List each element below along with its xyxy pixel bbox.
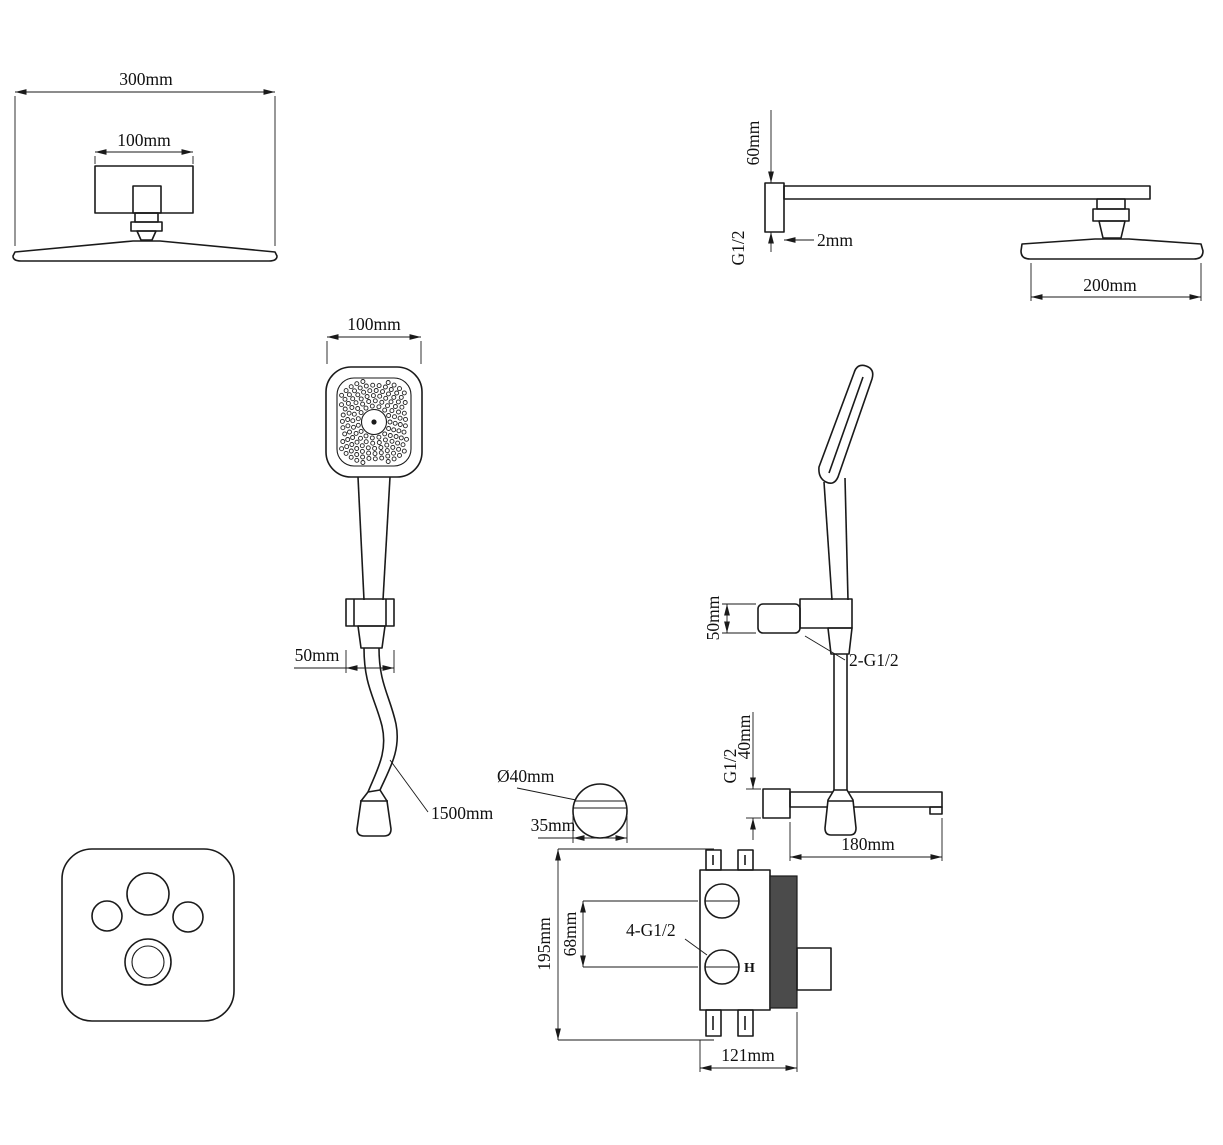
dim-300mm-label: 300mm (119, 69, 173, 89)
connector-nut (130, 212, 163, 241)
dim-valve-height (554, 848, 714, 1041)
diameter-leader-line (516, 787, 577, 801)
dim-spout-length (789, 818, 943, 861)
panel-button-left (91, 900, 123, 932)
dim-mount-width (94, 148, 194, 164)
shower-arm (783, 185, 1151, 200)
dim-100mm-label: 100mm (117, 130, 171, 150)
dim-port-spacing (579, 900, 698, 968)
dim-plate-thickness (783, 236, 814, 244)
thread-leader-line (804, 635, 846, 661)
hand-shower-head-outline (325, 366, 423, 478)
dim-holder-width (294, 650, 395, 673)
dim-200mm-label: 200mm (1083, 275, 1137, 295)
dim-195mm-label: 195mm (534, 917, 554, 971)
hot-marking-label: H (744, 961, 755, 976)
panel-button-right (172, 901, 204, 933)
rain-shower-side-view: 60mm G1/2 2mm 200mm (728, 110, 1204, 301)
hand-shower-head-side (818, 364, 874, 484)
elbow-detail-view: Ø40mm 35mm (497, 766, 628, 843)
dim-head-width (1030, 263, 1202, 301)
dim-holder-depth (722, 603, 756, 634)
dim-100mm-hand-label: 100mm (347, 314, 401, 334)
arm-connector-nut (1092, 198, 1130, 239)
hand-shower-front-view: 100mm 50mm 1500mm (294, 314, 494, 837)
dim-1500mm-label: 1500mm (431, 803, 494, 823)
handle-side (823, 477, 849, 601)
valve-cartridge-section (769, 875, 798, 1009)
wall-plate (764, 182, 785, 233)
thread-2g12-label: 2-G1/2 (849, 650, 899, 670)
ports-leader-line (684, 938, 708, 956)
panel-button-top (126, 872, 170, 916)
dim-hand-head-width (326, 333, 422, 364)
rain-shower-front-view: 300mm 100mm (12, 69, 278, 262)
thread-4g12-label: 4-G1/2 (626, 920, 676, 940)
dim-overall-width (14, 88, 276, 246)
dim-50mm-side-label: 50mm (703, 595, 723, 640)
dim-elbow-height (746, 712, 761, 840)
center-nozzle-dot (371, 419, 377, 425)
elbow-face-circle (572, 783, 628, 839)
dim-35mm-label: 35mm (531, 815, 576, 835)
valve-ports (704, 883, 740, 985)
thread-elbow-g12-label: G1/2 (720, 749, 740, 784)
wall-holder (757, 598, 853, 655)
hose-leader-line (389, 759, 429, 813)
dim-valve-width (699, 1012, 798, 1072)
control-panel-plate (61, 848, 235, 1022)
spray-face-outline (336, 377, 412, 467)
dim-diameter-label: Ø40mm (497, 766, 555, 786)
panel-knob-inner (131, 945, 165, 979)
elbow-slot (573, 800, 627, 809)
spout (789, 791, 943, 815)
shower-hose (356, 647, 398, 837)
center-nozzle-ring (360, 408, 388, 436)
dim-wall-plate-height (767, 110, 775, 252)
hand-shower-side-view: 50mm 2-G1/2 40mm G1/2 (703, 364, 943, 861)
shower-head-side-profile (1020, 238, 1204, 260)
dim-60mm-label: 60mm (743, 120, 763, 165)
dim-68mm-label: 68mm (560, 911, 580, 956)
valve-outlet-fitting (796, 947, 832, 991)
valve-body-view: H 4-G1/2 195mm 68mm 121mm (534, 848, 832, 1072)
control-panel-view (61, 848, 235, 1022)
thread-g12-label: G1/2 (728, 231, 748, 266)
hose-side (824, 654, 857, 836)
dim-180mm-label: 180mm (841, 834, 895, 854)
hand-shower-handle (357, 476, 391, 601)
valve-mounting-tabs (705, 849, 754, 1037)
nozzle-dots (339, 379, 409, 465)
dim-2mm-label: 2mm (817, 230, 853, 250)
shower-head-profile (12, 240, 278, 262)
dim-elbow-width (538, 816, 628, 843)
panel-knob-outer (124, 938, 172, 986)
dim-121mm-label: 121mm (721, 1045, 775, 1065)
wall-elbow (762, 788, 791, 819)
mount-bracket (94, 165, 194, 214)
dim-50mm-label: 50mm (295, 645, 340, 665)
dim-40mm-label: 40mm (734, 714, 754, 759)
holder-bracket (345, 598, 395, 649)
